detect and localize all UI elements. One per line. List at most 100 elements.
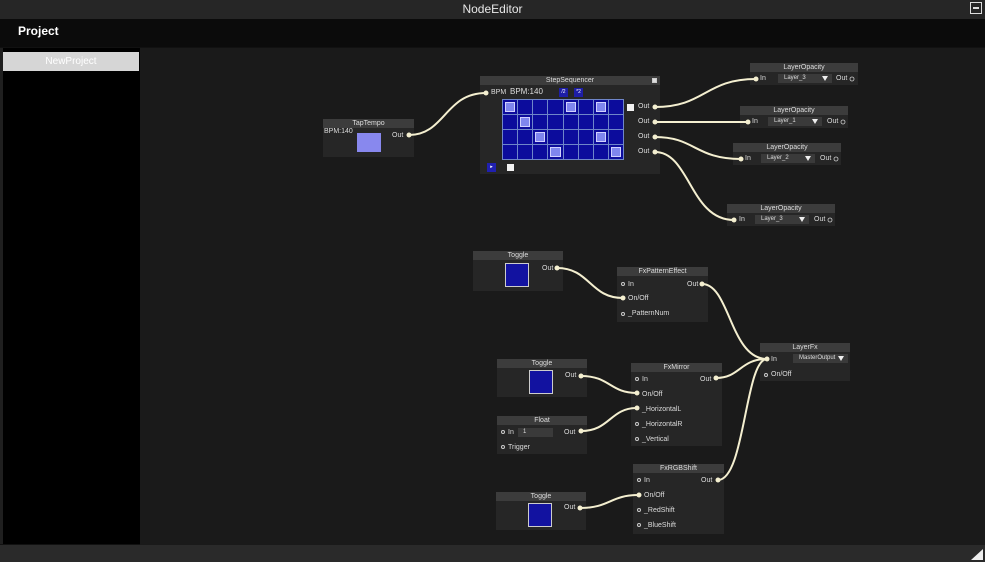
step-cell[interactable] xyxy=(518,145,533,159)
step-cell[interactable] xyxy=(593,130,608,144)
in-port-icon[interactable] xyxy=(637,478,641,482)
step-cell[interactable] xyxy=(563,145,578,159)
node-toggle-2[interactable]: Toggle Out xyxy=(497,359,587,397)
step-cell[interactable] xyxy=(608,130,623,144)
trigger-port-icon[interactable] xyxy=(501,445,505,449)
in-label: In xyxy=(752,118,758,125)
node-layeropacity-1[interactable]: LayerOpacity In Layer_3 Out xyxy=(750,63,858,85)
in-port-icon[interactable] xyxy=(635,377,639,381)
step-grid[interactable] xyxy=(502,99,624,160)
node-fxmirror[interactable]: FxMirror In Out On/Off _HorizontalL _Hor… xyxy=(631,363,722,446)
step-cell[interactable] xyxy=(518,130,533,144)
wire-toggle1-fxpattern xyxy=(556,267,624,299)
param-blueshift: _BlueShift xyxy=(644,522,676,529)
port-ring xyxy=(827,217,833,223)
divide-button[interactable]: /2 xyxy=(559,88,568,97)
step-cell[interactable] xyxy=(578,130,593,144)
toggle-switch[interactable] xyxy=(529,370,553,394)
step-cell[interactable] xyxy=(548,115,563,129)
param-horizontal-l: _HorizontalL xyxy=(642,406,682,413)
step-cell[interactable] xyxy=(548,130,563,144)
loop-checkbox[interactable] xyxy=(507,164,514,171)
layer-select[interactable]: Layer_2 xyxy=(761,154,815,163)
param-port-icon[interactable] xyxy=(635,422,639,426)
node-layeropacity-3[interactable]: LayerOpacity In Layer_2 Out xyxy=(733,143,841,165)
tap-button[interactable] xyxy=(357,133,381,152)
param-port-icon[interactable] xyxy=(637,508,641,512)
port-dot xyxy=(652,149,658,155)
dropdown-arrow-icon xyxy=(805,156,811,161)
onoff-label: On/Off xyxy=(771,371,792,378)
onoff-port-icon[interactable] xyxy=(764,373,768,377)
step-cell[interactable] xyxy=(518,100,533,114)
step-cell[interactable] xyxy=(533,130,548,144)
menu-project[interactable]: Project xyxy=(18,24,59,38)
layer-select[interactable]: Layer_3 xyxy=(755,215,809,224)
target-select[interactable]: MasterOutput xyxy=(793,354,848,363)
port-dot xyxy=(753,76,759,82)
step-cell[interactable] xyxy=(593,145,608,159)
param-port-icon[interactable] xyxy=(635,437,639,441)
node-title: FxMirror xyxy=(631,363,722,372)
node-toggle-3[interactable]: Toggle Out xyxy=(496,492,586,530)
sync-checkbox[interactable] xyxy=(627,104,634,111)
node-layerfx[interactable]: LayerFx In MasterOutput On/Off xyxy=(760,343,850,381)
in-port-icon[interactable] xyxy=(501,430,505,434)
step-cell[interactable] xyxy=(548,145,563,159)
port-dot xyxy=(713,375,719,381)
left-edge xyxy=(0,48,3,544)
step-cell[interactable] xyxy=(578,100,593,114)
dropdown-arrow-icon xyxy=(822,76,828,81)
node-title: Toggle xyxy=(496,492,586,501)
port-dot xyxy=(738,156,744,162)
multiply-button[interactable]: *2 xyxy=(574,88,583,97)
onoff-label: On/Off xyxy=(644,492,665,499)
step-cell[interactable] xyxy=(503,130,518,144)
param-port-icon[interactable] xyxy=(621,312,625,316)
step-cell[interactable] xyxy=(563,115,578,129)
toggle-switch[interactable] xyxy=(528,503,552,527)
node-title: Toggle xyxy=(497,359,587,368)
wire-seq-opacity1 xyxy=(654,78,757,108)
step-cell[interactable] xyxy=(608,115,623,129)
sidebar-item-newproject[interactable]: NewProject xyxy=(3,52,139,71)
step-cell[interactable] xyxy=(593,100,608,114)
node-toggle-1[interactable]: Toggle Out xyxy=(473,251,563,291)
node-stepsequencer[interactable]: StepSequencer BPM BPM:140 /2 *2 Out Out … xyxy=(480,76,660,174)
node-title: TapTempo xyxy=(323,119,414,128)
step-cell[interactable] xyxy=(503,115,518,129)
step-cell[interactable] xyxy=(578,145,593,159)
step-cell[interactable] xyxy=(518,115,533,129)
float-value-field[interactable]: 1 xyxy=(518,428,553,437)
step-cell[interactable] xyxy=(563,130,578,144)
param-port-icon[interactable] xyxy=(637,523,641,527)
step-cell[interactable] xyxy=(563,100,578,114)
step-cell[interactable] xyxy=(608,100,623,114)
collapse-icon[interactable] xyxy=(652,78,657,83)
out-label-2: Out xyxy=(638,118,650,125)
step-cell[interactable] xyxy=(608,145,623,159)
step-cell[interactable] xyxy=(533,115,548,129)
resize-handle-icon[interactable] xyxy=(971,549,983,560)
step-cell[interactable] xyxy=(533,145,548,159)
toggle-switch[interactable] xyxy=(505,263,529,287)
node-taptempo[interactable]: TapTempo BPM:140 Out xyxy=(323,119,414,157)
step-cell[interactable] xyxy=(533,100,548,114)
step-cell[interactable] xyxy=(578,115,593,129)
step-cell[interactable] xyxy=(593,115,608,129)
node-float[interactable]: Float In 1 Out Trigger xyxy=(497,416,587,454)
step-cell[interactable] xyxy=(548,100,563,114)
minimize-icon[interactable] xyxy=(970,2,982,14)
node-layeropacity-2[interactable]: LayerOpacity In Layer_1 Out xyxy=(740,106,848,128)
layer-select[interactable]: Layer_3 xyxy=(778,74,832,83)
node-layeropacity-4[interactable]: LayerOpacity In Layer_3 Out xyxy=(727,204,835,226)
layer-select[interactable]: Layer_1 xyxy=(768,117,822,126)
node-title: LayerOpacity xyxy=(733,143,841,152)
node-fxrgbshift[interactable]: FxRGBShift In Out On/Off _RedShift _Blue… xyxy=(633,464,724,534)
port-dot xyxy=(634,390,640,396)
in-port-icon[interactable] xyxy=(621,282,625,286)
node-fxpatterneffect[interactable]: FxPatternEffect In Out On/Off _PatternNu… xyxy=(617,267,708,322)
play-button[interactable]: ▸ xyxy=(487,163,496,172)
step-cell[interactable] xyxy=(503,145,518,159)
step-cell[interactable] xyxy=(503,100,518,114)
